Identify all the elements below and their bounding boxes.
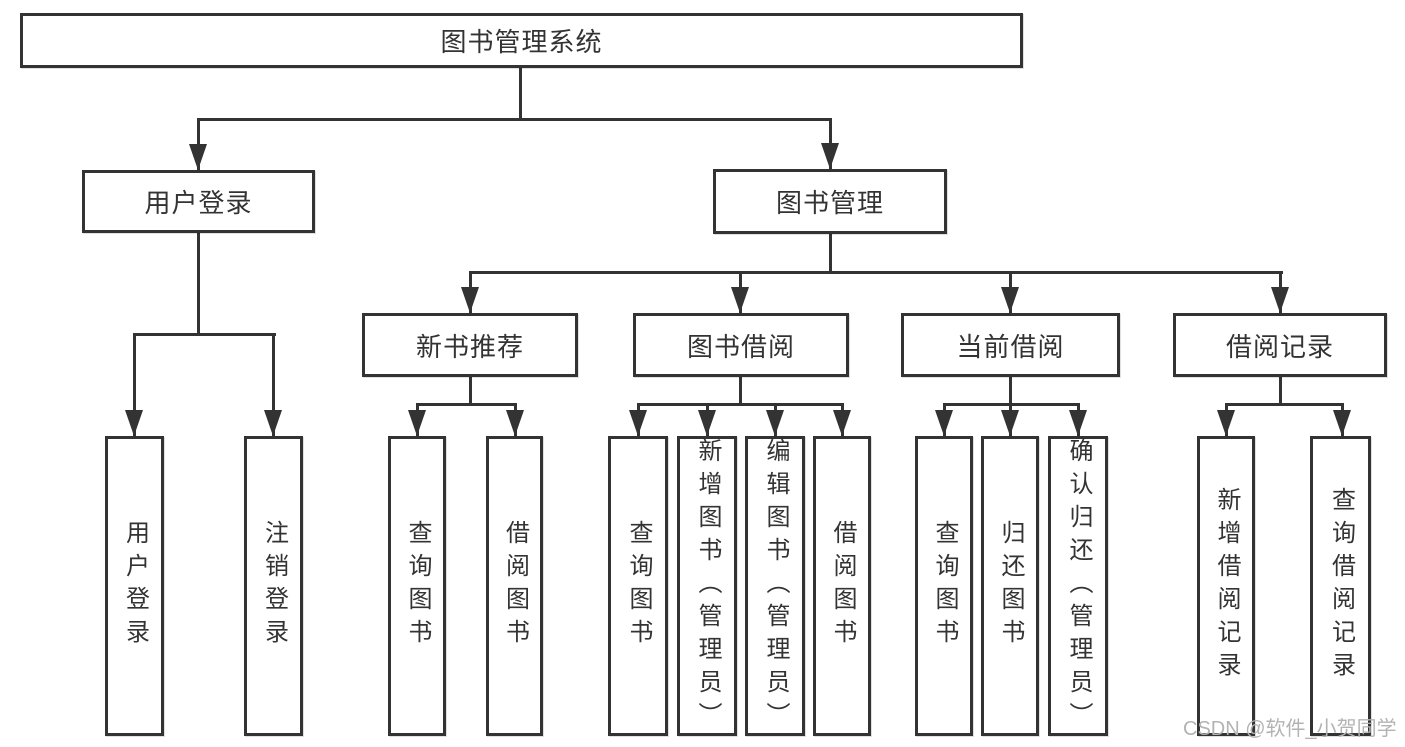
connector-line: [739, 377, 742, 406]
leaf-label: 注销登录: [260, 520, 288, 652]
leaf-logout: 注销登录: [244, 436, 303, 736]
connector-line: [469, 271, 1283, 274]
connector-line: [637, 403, 843, 406]
leaf-add-books-admin: 新增图书（管理员）: [677, 436, 737, 736]
node-book-borrowing: 图书借阅: [633, 313, 849, 377]
leaf-label: 借阅图书: [501, 520, 529, 652]
connector-line: [519, 66, 522, 120]
arrowhead-down-icon: [1001, 287, 1019, 313]
node-new-book-recommend: 新书推荐: [362, 313, 578, 377]
connector-line: [469, 377, 472, 406]
leaf-query-books-3: 查询图书: [915, 436, 973, 736]
leaf-edit-books-admin: 编辑图书（管理员）: [745, 436, 805, 736]
arrowhead-down-icon: [125, 410, 143, 436]
arrowhead-down-icon: [1333, 410, 1351, 436]
leaf-label: 用户登录: [121, 520, 149, 652]
leaf-query-books-2: 查询图书: [608, 436, 668, 736]
arrowhead-down-icon: [189, 144, 207, 170]
arrowhead-down-icon: [766, 410, 784, 436]
arrowhead-down-icon: [264, 410, 282, 436]
node-library-management-system: 图书管理系统: [20, 13, 1023, 68]
connector-line: [1009, 377, 1012, 406]
connector-line: [829, 234, 832, 274]
connector-line: [272, 333, 275, 436]
arrowhead-down-icon: [1001, 410, 1019, 436]
arrowhead-down-icon: [461, 287, 479, 313]
csdn-watermark: CSDN @软件_小贺同学: [1183, 718, 1397, 740]
arrowhead-down-icon: [629, 410, 647, 436]
arrowhead-down-icon: [506, 410, 524, 436]
arrowhead-down-icon: [1271, 287, 1289, 313]
connector-line: [197, 233, 200, 336]
leaf-label: 归还图书: [997, 520, 1024, 652]
arrowhead-down-icon: [408, 410, 426, 436]
connector-line: [1225, 403, 1343, 406]
connector-line: [416, 403, 517, 406]
node-borrowing-records: 借阅记录: [1173, 313, 1387, 377]
leaf-label: 确认归还（管理员）: [1065, 437, 1092, 735]
leaf-query-borrow-record: 查询借阅记录: [1310, 436, 1371, 736]
leaf-label: 编辑图书（管理员）: [762, 437, 789, 735]
node-current-borrowing: 当前借阅: [901, 313, 1120, 377]
arrowhead-down-icon: [1217, 410, 1235, 436]
node-book-management: 图书管理: [713, 169, 947, 234]
leaf-return-books: 归还图书: [981, 436, 1039, 736]
leaf-query-books-1: 查询图书: [388, 436, 446, 736]
node-user-login: 用户登录: [82, 170, 315, 233]
leaf-label: 借阅图书: [829, 520, 856, 652]
leaf-label: 查询借阅记录: [1327, 487, 1355, 685]
arrowhead-down-icon: [935, 410, 953, 436]
leaf-confirm-return-admin: 确认归还（管理员）: [1048, 436, 1108, 736]
leaf-label: 查询图书: [625, 520, 652, 652]
leaf-user-login: 用户登录: [105, 436, 164, 736]
leaf-borrow-books-1: 借阅图书: [486, 436, 543, 736]
leaf-label: 查询图书: [931, 520, 958, 652]
connector-line: [197, 118, 832, 121]
arrowhead-down-icon: [833, 410, 851, 436]
arrowhead-down-icon: [698, 410, 716, 436]
connector-line: [1279, 377, 1282, 406]
arrowhead-down-icon: [731, 287, 749, 313]
leaf-label: 新增借阅记录: [1213, 487, 1240, 685]
leaf-add-borrow-record: 新增借阅记录: [1197, 436, 1255, 736]
leaf-label: 新增图书（管理员）: [694, 437, 721, 735]
connector-line: [133, 333, 276, 336]
connector-line: [133, 333, 136, 436]
arrowhead-down-icon: [1069, 410, 1087, 436]
leaf-label: 查询图书: [404, 520, 431, 652]
leaf-borrow-books-2: 借阅图书: [813, 436, 871, 736]
arrowhead-down-icon: [821, 143, 839, 169]
